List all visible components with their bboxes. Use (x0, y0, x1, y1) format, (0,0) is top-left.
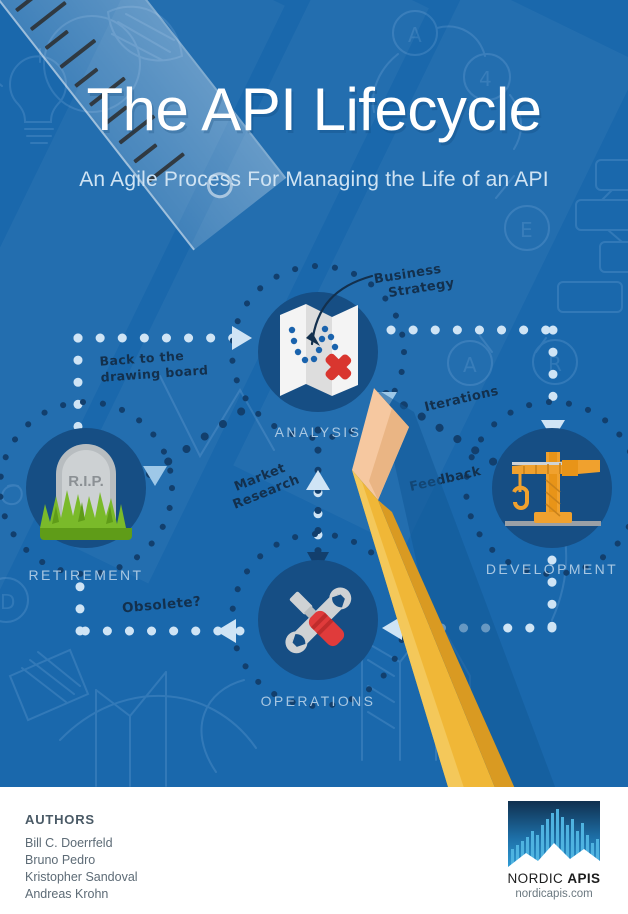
nordic-apis-mountain-bars-icon (508, 801, 600, 867)
svg-text:4: 4 (479, 67, 492, 91)
node-operations: OPERATIONS (258, 560, 378, 709)
nordic-apis-logo[interactable]: NORDIC APIS nordicapis.com (502, 801, 606, 900)
logo-website-url: nordicapis.com (515, 888, 593, 900)
author-name: Bill C. Doerrfeld (25, 836, 113, 850)
node-label-retirement: RETIREMENT (29, 567, 144, 583)
cover-title: The API Lifecycle (86, 76, 542, 143)
svg-text:A: A (463, 353, 477, 377)
authors-heading: AUTHORS (25, 812, 95, 827)
nordic-apis-wordmark: NORDIC APIS (502, 871, 606, 886)
arrowhead-market-research-up (306, 470, 330, 490)
svg-text:E: E (520, 218, 533, 242)
map-x-marker-icon (325, 353, 352, 381)
node-label-development: DEVELOPMENT (486, 561, 618, 577)
business-strategy-pointer-line (310, 274, 374, 346)
tombstone-text: R.I.P. (68, 473, 104, 490)
authors-list: Bill C. Doerrfeld Bruno Pedro Kristopher… (25, 835, 138, 903)
svg-text:A: A (408, 23, 422, 47)
author-name: Andreas Krohn (25, 887, 109, 901)
node-label-analysis: ANALYSIS (275, 424, 362, 440)
tombstone-rip-with-grass-icon: R.I.P. (40, 444, 132, 540)
logo-word-nordic: NORDIC (507, 871, 568, 886)
node-development: DEVELOPMENT (486, 428, 618, 577)
wrench-and-screwdriver-icon (285, 587, 352, 654)
cover-hero-background: A 4 E A R D The A (0, 0, 628, 787)
node-label-operations: OPERATIONS (261, 693, 376, 709)
arrowhead-to-analysis (232, 326, 252, 350)
cover-footer: AUTHORS Bill C. Doerrfeld Bruno Pedro Kr… (0, 787, 628, 914)
arrowhead-to-operations (382, 616, 402, 640)
business-strategy-pointer-arrowhead (306, 332, 320, 346)
node-retirement: R.I.P. RETIREMENT (26, 428, 146, 583)
arrowhead-feedback (373, 392, 397, 412)
node-analysis: ANALYSIS (258, 292, 378, 440)
svg-text:D: D (0, 590, 15, 614)
logo-word-apis: APIS (567, 871, 601, 886)
author-name: Bruno Pedro (25, 853, 96, 867)
author-name: Kristopher Sandoval (25, 870, 138, 884)
arrowhead-operations-to-retirement (216, 619, 236, 643)
cover-subtitle: An Agile Process For Managing the Life o… (79, 168, 549, 191)
arrowhead-back-to-drawing-board (143, 466, 167, 486)
